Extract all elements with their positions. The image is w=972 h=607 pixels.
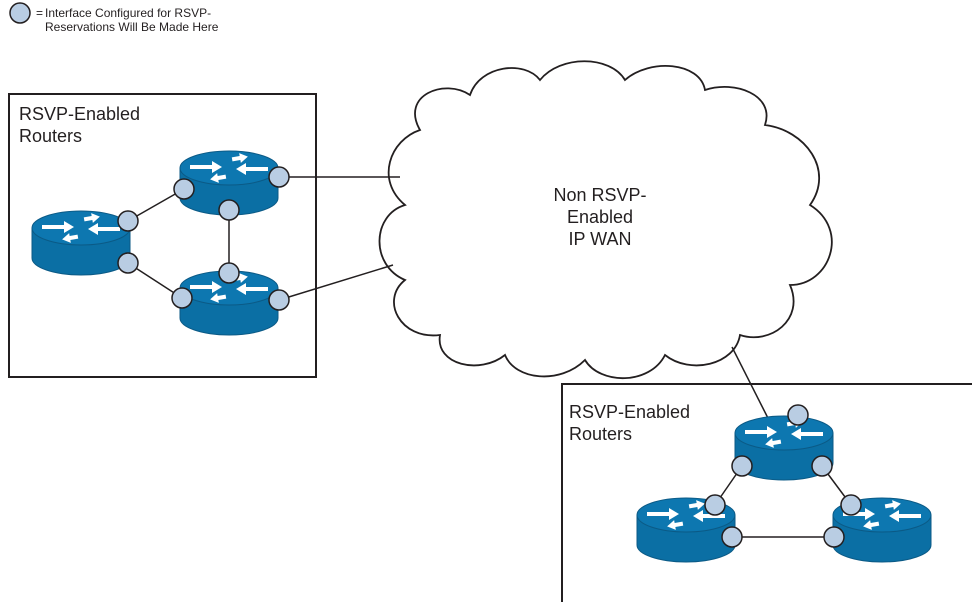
interface-circle-icon <box>117 210 139 232</box>
group-label-left: RSVP-Enabled Routers <box>19 103 140 147</box>
cloud-label-line2: Enabled <box>566 207 634 227</box>
interface-circle-icon <box>268 289 290 311</box>
interface-circle-icon <box>9 2 31 24</box>
interface-circle-icon <box>268 166 290 188</box>
legend-line-1: Interface Configured for RSVP- <box>45 6 212 20</box>
interface-circle-icon <box>173 178 195 200</box>
interface-circle-icon <box>704 494 726 516</box>
group-box-left <box>8 93 317 378</box>
group-label-left-line2: Routers <box>19 126 83 146</box>
interface-circle-icon <box>117 252 139 274</box>
cloud-icon <box>378 60 833 380</box>
interface-circle-icon <box>811 455 833 477</box>
legend-equals: = <box>36 6 43 20</box>
cloud-label-line1: Non RSVP- <box>553 185 647 205</box>
interface-circle-icon <box>823 526 845 548</box>
legend-line-2: Reservations Will Be Made Here <box>45 20 219 34</box>
interface-circle-icon <box>721 526 743 548</box>
group-label-right-line1: RSVP-Enabled <box>569 402 691 422</box>
group-label-right: RSVP-Enabled Routers <box>569 401 690 445</box>
interface-circle-icon <box>840 494 862 516</box>
interface-circle-icon <box>218 262 240 284</box>
interface-circle-icon <box>218 199 240 221</box>
cloud-label: Non RSVP- Enabled IP WAN <box>520 184 680 250</box>
interface-circle-icon <box>171 287 193 309</box>
router-icon <box>31 210 131 276</box>
interface-circle-icon <box>787 404 809 426</box>
group-box-right <box>561 383 972 602</box>
cloud-label-line3: IP WAN <box>568 229 632 249</box>
legend: Interface Configured for RSVP- Reservati… <box>45 6 218 34</box>
group-label-left-line1: RSVP-Enabled <box>19 104 141 124</box>
interface-circle-icon <box>731 455 753 477</box>
group-label-right-line2: Routers <box>569 424 633 444</box>
